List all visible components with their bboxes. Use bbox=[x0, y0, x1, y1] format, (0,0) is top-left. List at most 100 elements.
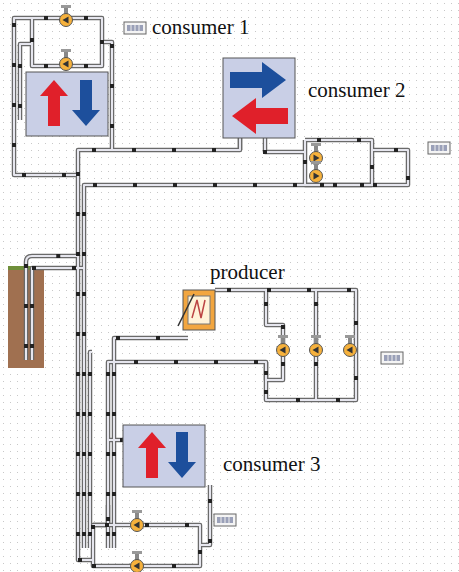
pipe-joint bbox=[82, 292, 86, 296]
pipe-joint bbox=[354, 321, 358, 325]
pipe-joint bbox=[88, 532, 92, 536]
pipe-joint bbox=[76, 372, 80, 376]
pipe-joint bbox=[264, 371, 268, 375]
pipe-joint bbox=[174, 360, 178, 364]
pipe-joint bbox=[360, 183, 364, 187]
component-label: consumer 2 bbox=[308, 80, 405, 101]
pipe-joint bbox=[307, 288, 311, 292]
pipe-joint bbox=[105, 523, 109, 527]
pipe-joint bbox=[253, 183, 257, 187]
pipe-joint bbox=[213, 183, 217, 187]
pipe-joint bbox=[145, 523, 149, 527]
pipe-joint bbox=[267, 288, 271, 292]
pipe-core bbox=[108, 350, 356, 548]
pipe-joint bbox=[92, 564, 96, 568]
pipe-joint bbox=[116, 336, 120, 340]
pipe-joint bbox=[82, 532, 86, 536]
pipe-joint bbox=[106, 532, 110, 536]
pipe-joint bbox=[76, 532, 80, 536]
component-label: producer bbox=[210, 262, 285, 283]
pipe-joint bbox=[12, 23, 16, 27]
pipe-joint bbox=[84, 64, 88, 68]
pipe bbox=[108, 350, 356, 548]
pipe bbox=[84, 150, 408, 548]
pipe-joint bbox=[185, 523, 189, 527]
pipe-joint bbox=[44, 16, 48, 20]
pipe-joint bbox=[93, 183, 97, 187]
pipe-joint bbox=[110, 44, 114, 48]
pipe-joint bbox=[78, 558, 82, 562]
pipe-joint bbox=[88, 412, 92, 416]
pipe-joint bbox=[82, 332, 86, 336]
pipe-joint bbox=[370, 165, 374, 169]
pipe-joint bbox=[32, 266, 36, 270]
pipe-joint bbox=[76, 172, 80, 176]
pipe-joint bbox=[281, 325, 285, 329]
pipe-joint bbox=[214, 360, 218, 364]
pipe-joint bbox=[112, 412, 116, 416]
pipe-joint bbox=[264, 302, 268, 306]
pipe-core bbox=[239, 138, 241, 150]
pipe-joint bbox=[208, 539, 212, 543]
pipe-joint bbox=[106, 492, 110, 496]
pipe-core bbox=[266, 290, 283, 350]
pipe-joint bbox=[254, 360, 258, 364]
pipe-core bbox=[78, 138, 240, 548]
pipe-joint bbox=[336, 398, 340, 402]
pipe-joint bbox=[314, 362, 318, 366]
pipe-joint bbox=[303, 160, 307, 164]
pipe-joint bbox=[293, 183, 297, 187]
pipe-joint bbox=[88, 492, 92, 496]
pipe-joint bbox=[394, 148, 398, 152]
pipe-joint bbox=[82, 212, 86, 216]
pipe-joint bbox=[12, 143, 16, 147]
pipe-joint bbox=[76, 492, 80, 496]
pipe-joint bbox=[24, 344, 28, 348]
pipe-joint bbox=[263, 150, 267, 154]
pipe-core bbox=[90, 352, 92, 548]
pipe-joint bbox=[406, 176, 410, 180]
pipe-joint bbox=[264, 390, 268, 394]
pipe-joint bbox=[106, 372, 110, 376]
pipe-joint bbox=[22, 173, 26, 177]
pipe-joint bbox=[76, 252, 80, 256]
pipe-joint bbox=[112, 372, 116, 376]
pipe-joint bbox=[24, 264, 28, 268]
pipe bbox=[78, 138, 240, 548]
pipe-joint bbox=[44, 64, 48, 68]
pipe-joint bbox=[18, 104, 22, 108]
pipe bbox=[93, 505, 108, 525]
pipe-joint bbox=[173, 183, 177, 187]
pipe-joint bbox=[88, 452, 92, 456]
pipe-joint bbox=[30, 304, 34, 308]
pipe bbox=[215, 290, 356, 350]
pipe-joint bbox=[320, 183, 324, 187]
pipe-joint bbox=[112, 492, 116, 496]
pipe-joint bbox=[133, 183, 137, 187]
pipe-core bbox=[265, 138, 305, 152]
pipe bbox=[314, 350, 319, 400]
pipe-joint bbox=[208, 499, 212, 503]
pipe-joint bbox=[76, 292, 80, 296]
pipe-joint bbox=[106, 517, 110, 521]
pipe-joint bbox=[132, 148, 136, 152]
pipe-joint bbox=[82, 372, 86, 376]
pipe-joint bbox=[12, 63, 16, 67]
pipe-joint bbox=[317, 138, 321, 142]
pipe-joint bbox=[198, 550, 202, 554]
pipe-joint bbox=[227, 288, 231, 292]
pipe bbox=[238, 138, 243, 150]
pipe-joint bbox=[30, 38, 34, 42]
pipe-core bbox=[305, 140, 372, 185]
pipe-joint bbox=[112, 532, 116, 536]
pipe-joint bbox=[56, 254, 60, 258]
pipe-joint bbox=[12, 103, 16, 107]
pipe-core bbox=[108, 439, 123, 441]
pipe-joint bbox=[88, 372, 92, 376]
pipe-joint bbox=[84, 16, 88, 20]
pipe bbox=[265, 138, 305, 152]
component-label: consumer 3 bbox=[223, 454, 320, 475]
pipe-joint bbox=[76, 332, 80, 336]
heat-exchanger bbox=[123, 425, 205, 487]
